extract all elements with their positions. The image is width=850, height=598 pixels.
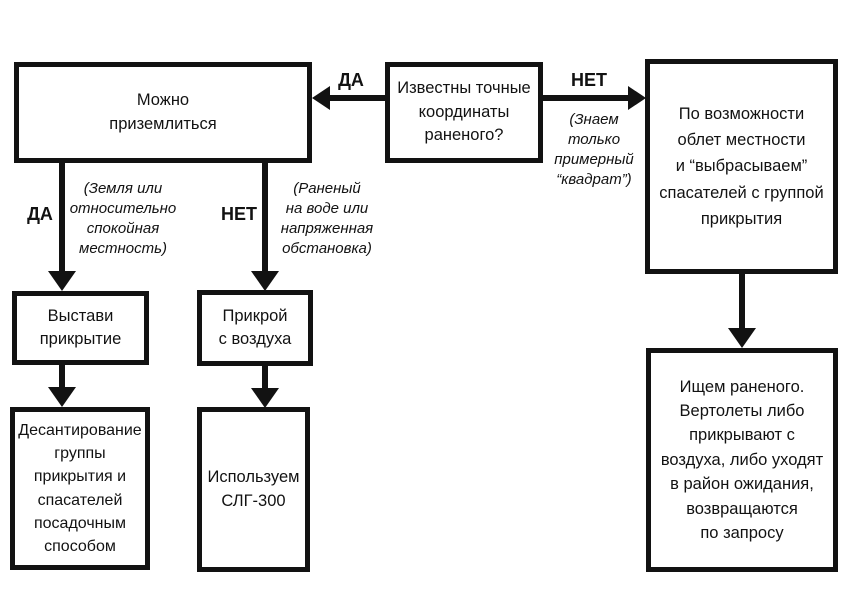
cover-from-air-box: Прикрой с воздуха <box>197 290 313 366</box>
search-wounded-box: Ищем раненого. Вертолеты либо прикрывают… <box>646 348 838 572</box>
can-land-box: Можно приземлиться <box>14 62 312 163</box>
arrowhead-down-icon <box>728 328 756 348</box>
approximate-square-note: (Знаем только примерный “квадрат”) <box>554 111 634 189</box>
arrow-line-can-land-no <box>262 163 268 271</box>
landing-deployment-box: Десантирование группы прикрытия и спасат… <box>10 407 150 570</box>
arrowhead-right-icon <box>628 86 646 110</box>
flyover-drop-rescuers-box: По возможности облет местности и “выбрас… <box>645 59 838 274</box>
arrow-line-flyover-to-search <box>739 274 745 328</box>
yes-label-top: ДА <box>338 70 364 90</box>
coordinates-known-decision-box: Известны точные координаты раненого? <box>385 62 543 163</box>
arrow-line-set-cover-to-landing <box>59 365 65 387</box>
calm-terrain-note: (Земля или относительно спокойная местно… <box>69 180 177 258</box>
arrowhead-down-icon <box>251 388 279 408</box>
arrowhead-down-icon <box>48 271 76 291</box>
yes-label-left-branch: ДА <box>27 204 53 224</box>
arrow-line-decision-to-flyover <box>543 95 628 101</box>
wounded-on-water-note: (Раненый на воде или напряженная обстано… <box>280 180 374 258</box>
arrow-line-decision-to-can-land <box>329 95 385 101</box>
no-label-top: НЕТ <box>571 70 607 90</box>
arrowhead-down-icon <box>251 271 279 291</box>
no-label-left-branch: НЕТ <box>221 204 257 224</box>
use-slg-300-box: Используем СЛГ-300 <box>197 407 310 572</box>
arrowhead-down-icon <box>48 387 76 407</box>
arrow-line-can-land-yes <box>59 163 65 271</box>
set-cover-box: Выстави прикрытие <box>12 291 149 365</box>
arrowhead-left-icon <box>312 86 330 110</box>
arrow-line-cover-air-to-slg <box>262 366 268 388</box>
